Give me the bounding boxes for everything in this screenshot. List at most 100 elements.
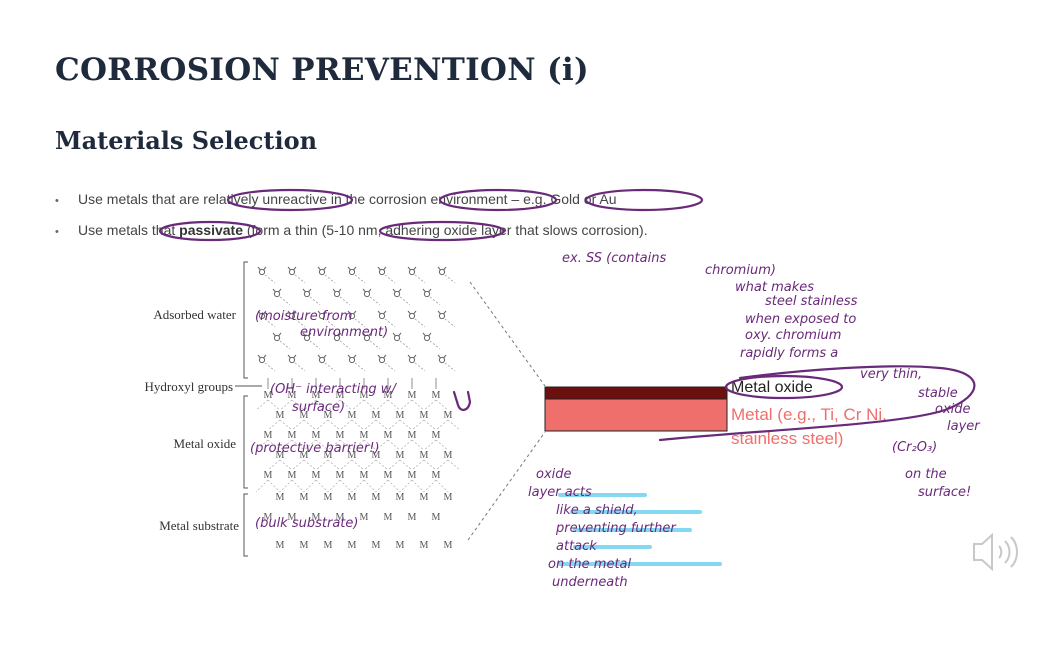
metal-atom: M [444,410,453,421]
metal-atom: M [420,492,429,503]
circle-adhering-oxide [378,220,506,242]
metal-atom: M [336,390,345,401]
metal-atom: M [300,492,309,503]
circle-passivate [158,220,262,242]
metal-atom: M [432,512,441,523]
ss-note-line: what makes [735,280,814,295]
highlight-marks [558,493,722,566]
water-molecule [257,266,276,284]
metal-atom: M [276,410,285,421]
metal-atom: M [396,492,405,503]
note-moisture-1: (moisture from [255,309,352,324]
metal-atom: M [432,470,441,481]
water-molecule [437,266,456,284]
circle-metal-oxide [724,374,844,400]
water-molecule [422,288,441,306]
speaker-icon[interactable] [973,532,1018,572]
metal-atom: M [264,430,273,441]
metal-atom: M [396,450,405,461]
hook-mark [452,390,472,411]
metal-atom: M [288,430,297,441]
metal-atom: M [420,410,429,421]
metal-atom: M [420,540,429,551]
bullet-item: •Use metals that are relatively unreacti… [55,188,648,219]
note-moisture-2: environment) [300,325,388,340]
water-molecule [407,354,426,372]
oxide-note-line: oxide [536,467,572,482]
adsorbed-water-molecules [257,266,456,372]
figure-brackets [235,261,262,557]
surface-figure: Adsorbed water Hydroxyl groups Metal oxi… [120,258,546,570]
metal-atom: M [300,540,309,551]
water-molecule [257,354,276,372]
metal-atom: M [408,470,417,481]
metal-atom: M [336,430,345,441]
metal-atom: M [348,410,357,421]
metal-atom: M [276,492,285,503]
metal-atom: M [324,540,333,551]
oxide-note-line: preventing further [555,521,677,536]
metal-oxide-label: Metal oxide [731,379,813,396]
water-molecule [407,310,426,328]
metal-atom: M [348,540,357,551]
metal-atom: M [384,470,393,481]
note-bulk: (bulk substrate) [255,516,358,531]
metal-atom: M [336,512,345,523]
water-molecule [392,288,411,306]
metal-atom: M [360,470,369,481]
bullet-list: •Use metals that are relatively unreacti… [55,188,648,250]
bullet-bold-term: passivate [179,222,243,238]
bullet-dot: • [55,226,59,238]
metal-atom: M [360,512,369,523]
metal-atom: M [420,450,429,461]
metal-atom: M [312,430,321,441]
metal-atom: M [336,470,345,481]
circle-corrosion-environment [438,188,558,212]
water-molecule [302,288,321,306]
water-molecule [287,266,306,284]
metal-atom: M [324,492,333,503]
ss-note-line: layer [947,419,981,434]
water-molecule [347,310,366,328]
oxide-note-line: on the metal [548,557,632,572]
handwritten-notes: (moisture from environment) (OH⁻ interac… [250,251,981,590]
oxide-note-line: attack [556,539,597,554]
ss-note-line: very thin, [860,367,922,382]
metal-atom: M [312,512,321,523]
metal-atom: M [372,492,381,503]
label-adsorbed-water: Adsorbed water [153,307,236,322]
metal-atom: M [408,390,417,401]
water-molecule [392,332,411,350]
water-molecule [257,310,276,328]
metal-label-line2: stainless steel) [731,429,843,448]
metal-atom: M [312,390,321,401]
metal-atom: M [432,430,441,441]
metal-atom: M [396,540,405,551]
note-oh-2: surface) [292,400,345,415]
bullet-text-pre: Use metals that [78,222,180,238]
water-molecule [437,354,456,372]
metal-atom: M [360,390,369,401]
metal-atom: M [276,450,285,461]
water-molecule [422,332,441,350]
water-molecule [332,332,351,350]
water-molecule [272,332,291,350]
metal-atom: M [300,450,309,461]
ss-note-line: when exposed to [745,312,856,327]
oxide-note-line: underneath [552,575,628,590]
metal-atom: M [444,450,453,461]
metal-atom: M [312,470,321,481]
section-heading: Materials Selection [55,126,318,155]
metal-oxide-layer [544,386,728,400]
water-molecule [287,354,306,372]
ss-note-line: stable [918,386,958,401]
ss-note-line: oxide [935,402,971,417]
water-molecule [317,266,336,284]
metal-atom: M [444,540,453,551]
layer-diagram: Metal oxide Metal (e.g., Ti, Cr Ni, stai… [544,379,887,448]
figure-background [120,258,472,570]
metal-atom: M [348,450,357,461]
figure-zoom-lines [467,281,546,541]
